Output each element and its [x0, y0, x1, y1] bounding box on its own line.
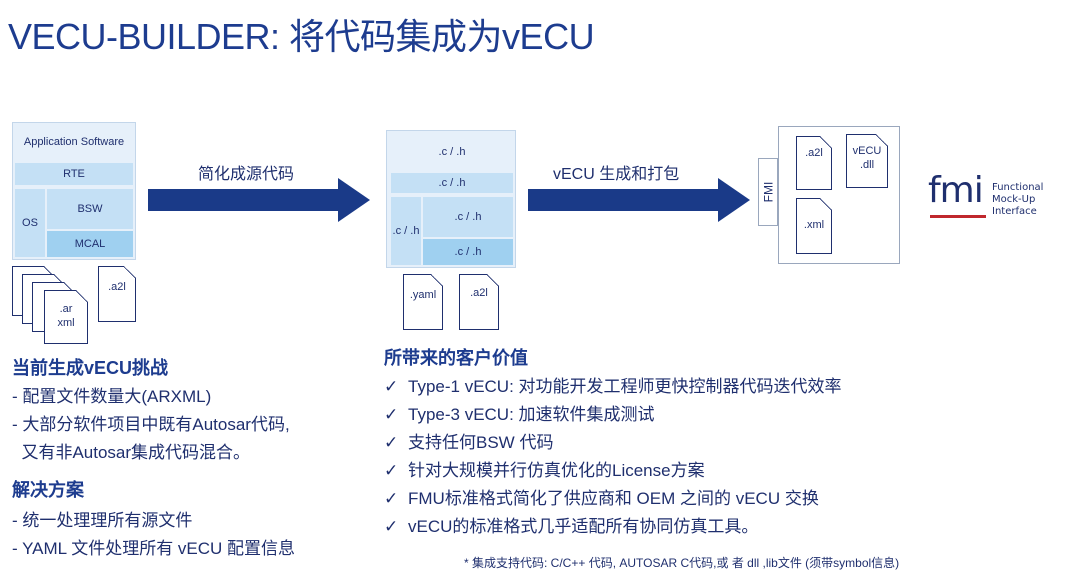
rte-block: RTE — [15, 163, 133, 185]
value-title: 所带来的客户价值 — [384, 348, 528, 368]
code-block-4: .c / .h — [423, 197, 513, 237]
fmi-logo-subtitle: Functional Mock-Up Interface — [992, 182, 1044, 217]
simplify-arrow — [148, 178, 370, 222]
xml-doc: .xml — [796, 198, 832, 254]
fmi-logo-bar — [930, 215, 986, 218]
a2l-doc-left: .a2l — [98, 266, 136, 322]
solution-item-2: - YAML 文件处理所有 vECU 配置信息 — [12, 539, 296, 558]
check-icon: ✓ — [384, 517, 399, 536]
fmi-tab: FMI — [758, 158, 778, 226]
mcal-block: MCAL — [47, 231, 133, 257]
arrow2-label: vECU 生成和打包 — [553, 166, 680, 183]
slide-title: VECU-BUILDER: 将代码集成为vECU — [8, 16, 595, 57]
value-item-6: ✓vECU的标准格式几乎适配所有协同仿真工具。 — [384, 517, 759, 536]
generate-package-arrow — [528, 178, 750, 222]
value-item-5: ✓FMU标准格式简化了供应商和 OEM 之间的 vECU 交换 — [384, 489, 819, 508]
check-icon: ✓ — [384, 489, 399, 508]
challenge-title: 当前生成vECU挑战 — [12, 358, 169, 378]
fmi-logo-word: fmi — [928, 170, 984, 211]
challenge-item-3: 又有非Autosar集成代码混合。 — [12, 443, 251, 462]
code-block-3: .c / .h — [391, 197, 421, 265]
code-block-5: .c / .h — [423, 239, 513, 265]
solution-item-1: - 统一处理理所有源文件 — [12, 511, 193, 530]
value-item-1: ✓Type-1 vECU: 对功能开发工程师更快控制器代码迭代效率 — [384, 377, 842, 396]
fmi-tab-label: FMI — [761, 181, 776, 203]
os-block: OS — [15, 189, 45, 257]
autosar-layer-stack: Application Software RTE OS BSW MCAL — [12, 122, 136, 260]
challenge-item-1: - 配置文件数量大(ARXML) — [12, 387, 212, 406]
value-item-3: ✓支持任何BSW 代码 — [384, 433, 554, 452]
check-icon: ✓ — [384, 405, 399, 424]
a2l-doc-mid: .a2l — [459, 274, 499, 330]
value-item-2: ✓Type-3 vECU: 加速软件集成测试 — [384, 405, 655, 424]
challenge-item-2: - 大部分软件项目中既有Autosar代码, — [12, 415, 290, 434]
code-block-1: .c / .h — [391, 135, 513, 169]
footnote: * 集成支持代码: C/C++ 代码, AUTOSAR C代码,或 者 dll … — [464, 556, 900, 570]
value-item-4: ✓针对大规模并行仿真优化的License方案 — [384, 461, 705, 480]
check-icon: ✓ — [384, 377, 399, 396]
a2l-doc-right: .a2l — [796, 136, 832, 190]
check-icon: ✓ — [384, 433, 399, 452]
arxml-doc: .ar xml — [44, 290, 88, 344]
application-software-block: Application Software — [15, 127, 133, 157]
vecu-dll-doc: vECU .dll — [846, 134, 888, 188]
bsw-block: BSW — [47, 189, 133, 229]
solution-title: 解决方案 — [12, 480, 84, 500]
yaml-doc: .yaml — [403, 274, 443, 330]
code-block-2: .c / .h — [391, 173, 513, 193]
source-code-stack: .c / .h .c / .h .c / .h .c / .h .c / .h — [386, 130, 516, 268]
check-icon: ✓ — [384, 461, 399, 480]
arrow1-label: 简化成源代码 — [198, 166, 295, 183]
